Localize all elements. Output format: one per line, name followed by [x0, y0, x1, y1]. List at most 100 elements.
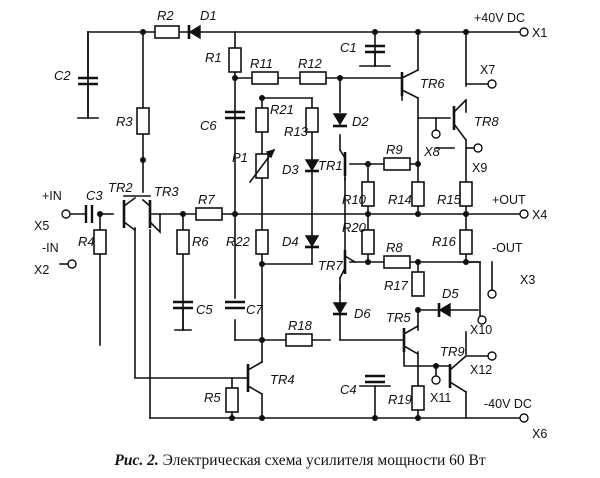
label-pos-supply: +40V DC [474, 11, 525, 25]
resistor-r10 [361, 181, 375, 207]
terminal-x3 [487, 289, 497, 299]
resistor-r21 [255, 107, 269, 133]
label-r1: R1 [205, 50, 222, 65]
label-r3: R3 [116, 114, 133, 129]
terminals [61, 27, 529, 423]
label-tr6: TR6 [420, 76, 445, 91]
label-c4: C4 [340, 382, 357, 397]
label-c6: C6 [200, 118, 217, 133]
resistor-r13 [305, 107, 319, 133]
label-r9: R9 [386, 142, 403, 157]
terminal-x9 [473, 143, 483, 153]
figure-caption-text: Электрическая схема усилителя мощности 6… [162, 452, 486, 469]
label-r13: R13 [284, 124, 309, 139]
label-r8: R8 [386, 240, 403, 255]
label-c7: C7 [246, 302, 263, 317]
label-r7: R7 [198, 192, 215, 207]
resistor-r19 [411, 385, 425, 411]
label-tr9: TR9 [440, 344, 465, 359]
label-neg-out: -OUT [492, 241, 523, 255]
figure-caption: Рис. 2. Электрическая схема усилителя мо… [0, 452, 600, 470]
resistor-r12 [299, 71, 327, 85]
diode-d6 [332, 302, 348, 315]
diode-d3 [304, 159, 320, 172]
resistor-r2 [154, 25, 180, 39]
label-tr2: TR2 [108, 180, 133, 195]
label-neg-supply: -40V DC [484, 397, 532, 411]
label-x10: X10 [470, 323, 492, 337]
label-d6: D6 [354, 306, 371, 321]
label-c3: C3 [86, 188, 103, 203]
resistor-r6 [176, 229, 190, 255]
label-p1: P1 [232, 150, 248, 165]
resistor-r9 [383, 157, 411, 171]
label-x12: X12 [470, 363, 492, 377]
label-r10: R10 [342, 192, 367, 207]
component-labels: R2 D1 R1 C1 C2 R11 R12 TR6 R3 C6 R21 R13… [54, 8, 499, 407]
label-r12: R12 [298, 56, 323, 71]
resistor-r8 [383, 255, 411, 269]
terminal-x7 [487, 79, 497, 89]
terminal-x1 [519, 27, 529, 37]
label-tr4: TR4 [270, 372, 295, 387]
terminal-x4 [519, 209, 529, 219]
label-tr5: TR5 [386, 310, 411, 325]
capacitors [78, 31, 385, 384]
label-x9: X9 [472, 161, 487, 175]
label-c5: C5 [196, 302, 213, 317]
label-tr7: TR7 [318, 258, 343, 273]
diode-d2 [332, 113, 348, 126]
label-r15: R15 [437, 192, 462, 207]
label-tr8: TR8 [474, 114, 499, 129]
label-r16: R16 [432, 234, 457, 249]
label-r11: R11 [250, 56, 273, 71]
label-d2: D2 [352, 114, 369, 129]
label-r19: R19 [388, 392, 412, 407]
resistor-r16 [459, 229, 473, 255]
resistor-r15 [459, 181, 473, 207]
terminal-x10 [477, 315, 487, 325]
label-r6: R6 [192, 234, 209, 249]
label-x2: X2 [34, 263, 49, 277]
label-r18: R18 [288, 318, 313, 333]
label-c1: C1 [340, 40, 357, 55]
label-neg-in: -IN [42, 241, 59, 255]
diode-d5 [438, 302, 451, 318]
terminal-x6 [519, 413, 529, 423]
resistor-r18 [285, 333, 313, 347]
label-r21: R21 [270, 102, 294, 117]
label-d1: D1 [200, 8, 217, 23]
label-d3: D3 [282, 162, 299, 177]
label-r17: R17 [384, 278, 409, 293]
diode-d1 [188, 24, 201, 40]
label-r4: R4 [78, 234, 95, 249]
terminal-x2 [67, 259, 77, 269]
label-r5: R5 [204, 390, 221, 405]
label-x4: X4 [532, 208, 547, 222]
resistor-r14 [411, 181, 425, 207]
label-x11: X11 [430, 391, 451, 405]
resistor-r11 [251, 71, 279, 85]
diode-d4 [304, 235, 320, 248]
junctions [97, 29, 469, 421]
label-x6: X6 [532, 427, 547, 441]
resistor-r4 [93, 229, 107, 255]
label-r2: R2 [157, 8, 174, 23]
label-tr3: TR3 [154, 184, 179, 199]
label-x8-name: X8 [423, 144, 441, 159]
resistor-r1 [228, 47, 242, 73]
resistor-r3 [136, 107, 150, 135]
resistor-r17 [411, 271, 425, 297]
resistor-r20 [361, 229, 375, 255]
resistors [93, 25, 473, 413]
label-x3: X3 [520, 273, 535, 287]
label-x1: X1 [532, 26, 547, 40]
resistor-r5 [225, 387, 239, 413]
resistor-r22 [255, 229, 269, 255]
label-pos-in: +IN [42, 189, 62, 203]
potentiometer-p1 [248, 148, 276, 184]
label-tr1: TR1 [318, 158, 343, 173]
transistors [122, 68, 468, 396]
label-d4: D4 [282, 234, 299, 249]
